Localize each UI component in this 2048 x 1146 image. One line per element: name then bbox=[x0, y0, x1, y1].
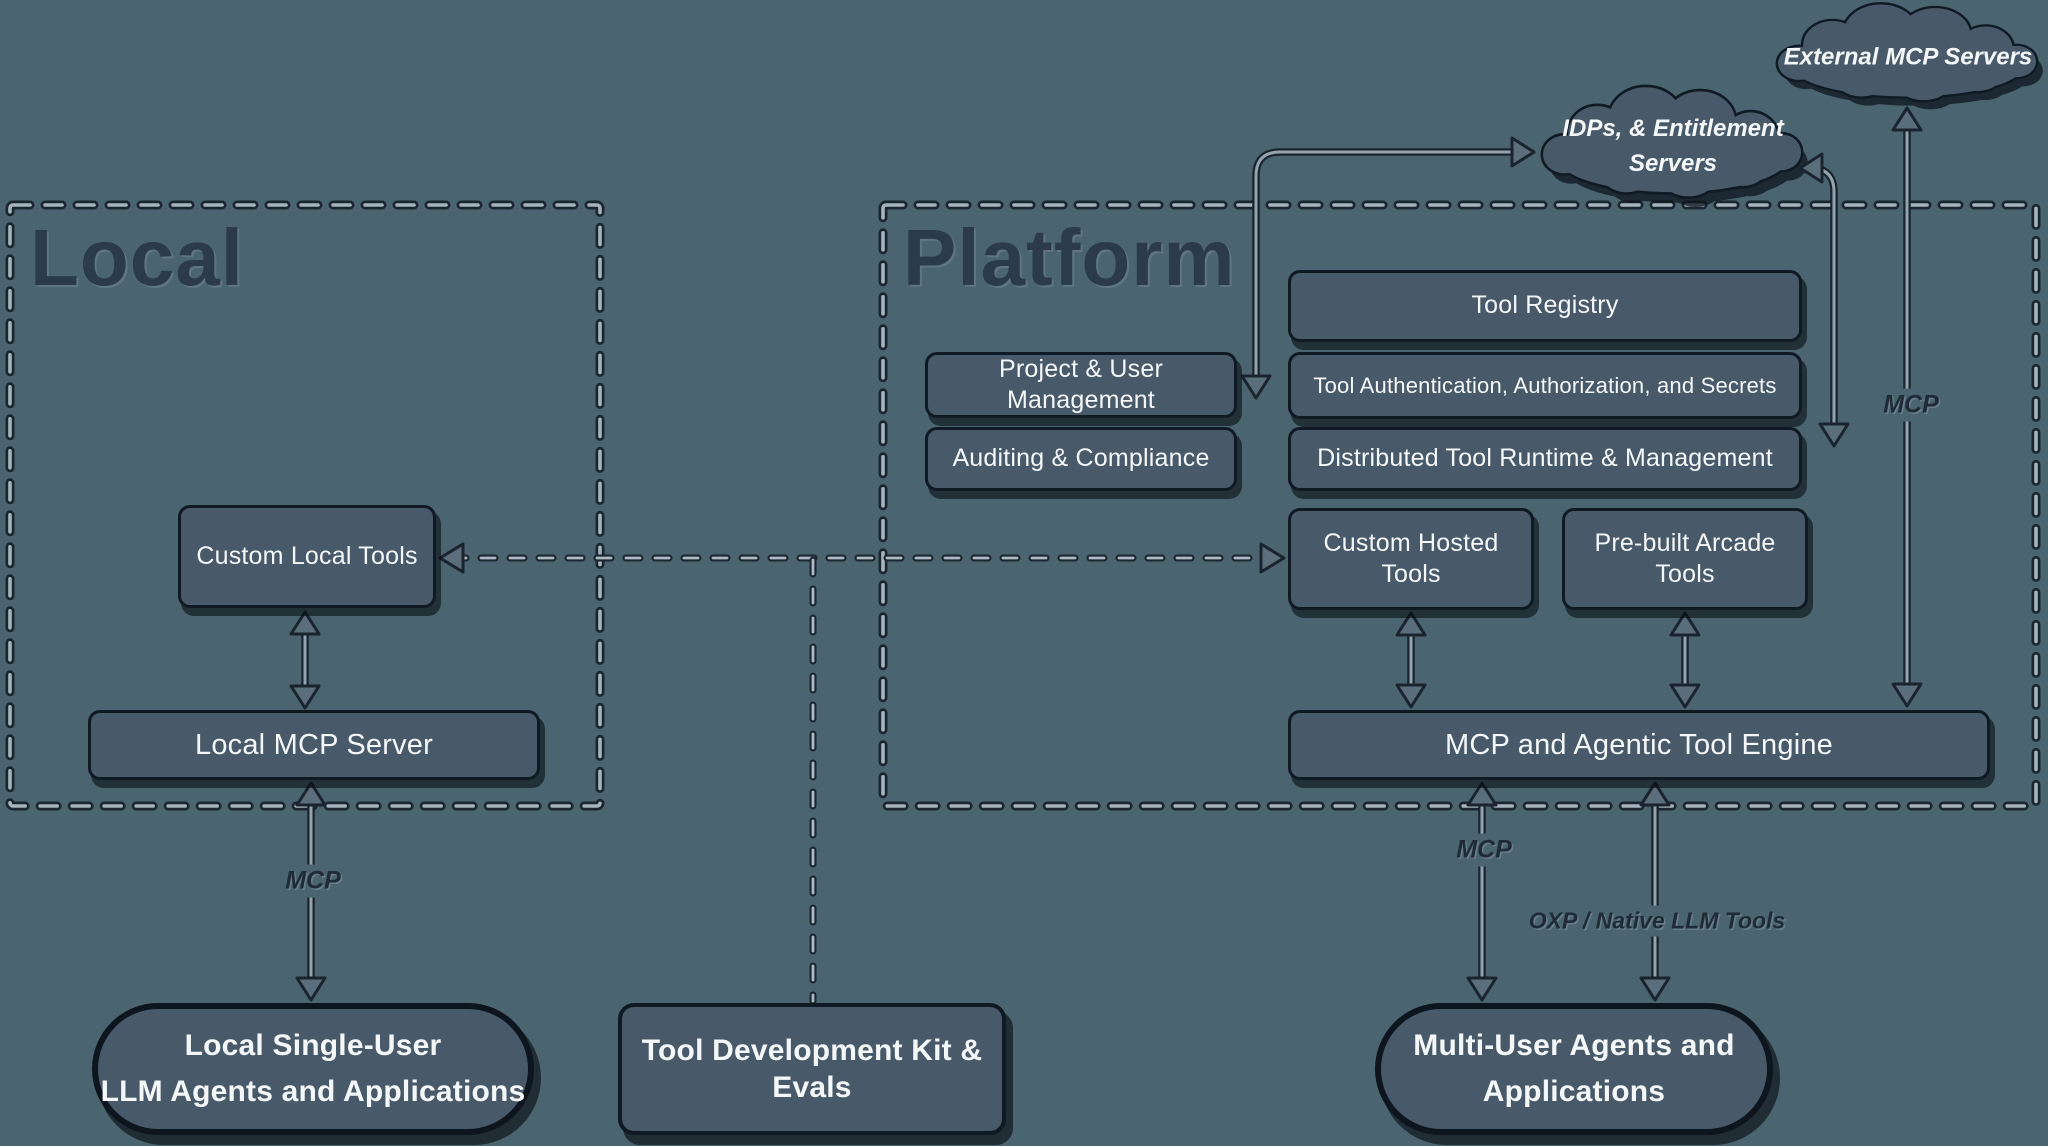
box-prebuilt-arcade-tools: Pre-built Arcade Tools bbox=[1562, 508, 1808, 610]
edge-label-local-mcp: MCP bbox=[277, 864, 349, 898]
box-custom-hosted-tools: Custom Hosted Tools bbox=[1288, 508, 1534, 610]
box-custom-local-tools: Custom Local Tools bbox=[178, 505, 436, 608]
box-project-user-management: Project & User Management bbox=[925, 352, 1237, 418]
arrow-custom-local-to-local-mcp bbox=[289, 610, 321, 710]
box-auditing-compliance: Auditing & Compliance bbox=[925, 427, 1237, 491]
arrow-platform-to-idps-left bbox=[1240, 136, 1536, 400]
arrow-local-tools-to-hosted-tools bbox=[438, 542, 1286, 574]
arrow-engine-to-multiuser-oxp bbox=[1639, 781, 1671, 1002]
local-agents-line1: Local Single-User bbox=[184, 1029, 442, 1062]
idps-label-line1: IDPs, & Entitlement bbox=[1562, 115, 1784, 142]
idps-label-line2: Servers bbox=[1628, 150, 1718, 177]
edge-label-engine-mcp: MCP bbox=[1448, 833, 1520, 867]
edge-label-oxp-native-llm-tools: OXP / Native LLM Tools bbox=[1520, 905, 1794, 937]
box-tool-development-kit: Tool Development Kit & Evals bbox=[618, 1003, 1006, 1135]
box-distributed-tool-runtime: Distributed Tool Runtime & Management bbox=[1288, 427, 1802, 491]
multi-user-label: Multi-User Agents and Applications bbox=[1413, 1023, 1734, 1115]
external-mcp-servers-label: External MCP Servers bbox=[1783, 43, 2033, 71]
multi-user-line1: Multi-User Agents and bbox=[1413, 1029, 1735, 1062]
box-local-mcp-server: Local MCP Server bbox=[88, 710, 540, 780]
arrow-engine-to-multiuser-mcp bbox=[1466, 781, 1498, 1002]
arrow-tool-auth-to-idps-right bbox=[1798, 152, 1850, 448]
platform-container-title: Platform bbox=[903, 213, 1236, 302]
pill-multi-user-agents: Multi-User Agents and Applications bbox=[1375, 1003, 1773, 1135]
box-tool-authentication: Tool Authentication, Authorization, and … bbox=[1288, 352, 1802, 419]
local-container-title: Local bbox=[30, 213, 244, 302]
multi-user-line2: Applications bbox=[1482, 1075, 1666, 1108]
platform-container-border bbox=[878, 200, 2041, 811]
pill-local-single-user-agents: Local Single-User LLM Agents and Applica… bbox=[92, 1003, 534, 1135]
edge-label-external-mcp: MCP bbox=[1875, 388, 1947, 422]
idps-servers-label: IDPs, & Entitlement Servers bbox=[1562, 111, 1783, 181]
local-agents-line2: LLM Agents and Applications bbox=[100, 1075, 526, 1108]
arrow-hosted-tools-to-engine bbox=[1395, 611, 1427, 709]
arrow-prebuilt-tools-to-engine bbox=[1669, 611, 1701, 709]
box-mcp-agentic-tool-engine: MCP and Agentic Tool Engine bbox=[1288, 710, 1990, 780]
box-tool-registry: Tool Registry bbox=[1288, 270, 1802, 342]
local-agents-label: Local Single-User LLM Agents and Applica… bbox=[101, 1023, 526, 1115]
